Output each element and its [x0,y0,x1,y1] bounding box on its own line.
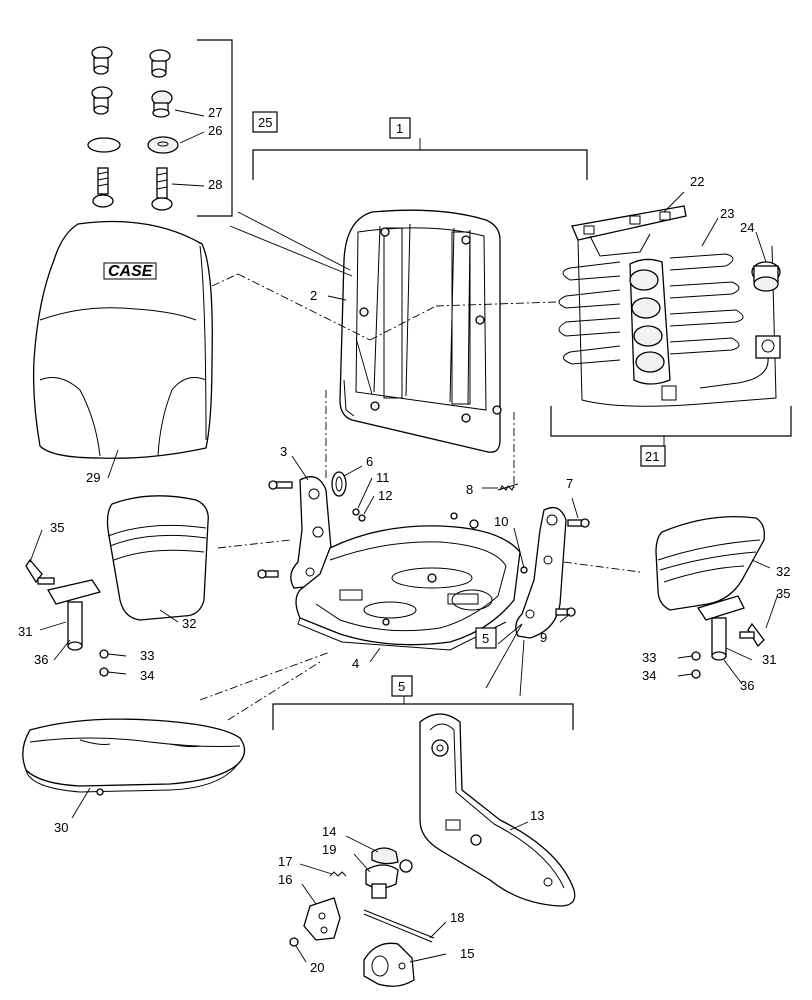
callout-32-left: 32 [182,616,196,631]
backrest-frame [339,209,502,453]
recliner-assembly [289,713,576,987]
callout-5-upper: 5 [482,631,489,646]
callout-box-1 [389,117,411,139]
long-screw-part [151,167,173,211]
callout-13: 13 [530,808,544,823]
callout-12: 12 [378,488,392,503]
callout-20: 20 [310,960,324,975]
callout-6: 6 [366,454,373,469]
leader-lines [29,191,779,963]
callout-3: 3 [280,444,287,459]
washer-part [87,137,121,153]
assembly-bracket [550,406,792,437]
callout-2: 2 [310,288,317,303]
callout-32-right: 32 [776,564,790,579]
callout-29: 29 [86,470,100,485]
callout-4: 4 [352,656,359,671]
callout-22: 22 [690,174,704,189]
callout-24: 24 [740,220,754,235]
connector-part [751,261,781,292]
screw-part [91,46,113,75]
screw-part [91,86,113,115]
assembly-bracket [252,149,588,180]
left-hinge-bracket [257,471,366,589]
seat-heater-assembly [558,205,781,407]
right-hinge-bracket [450,483,590,639]
callout-28: 28 [208,177,222,192]
callout-7: 7 [566,476,573,491]
callout-16: 16 [278,872,292,887]
callout-36-right: 36 [740,678,754,693]
callout-9: 9 [540,630,547,645]
washer-part [147,136,179,154]
screw-part [151,90,173,118]
left-armrest [25,495,209,677]
right-armrest [655,515,765,679]
assembly-bracket [272,703,574,730]
seat-cushion [22,718,246,796]
callout-33-left: 33 [140,648,154,663]
callout-box-21 [640,445,666,467]
callout-34-left: 34 [140,668,154,683]
connector-part [699,335,781,389]
callout-30: 30 [54,820,68,835]
screw-part [149,49,171,78]
callout-box-5-upper [475,627,497,649]
callout-11: 11 [376,470,390,485]
callout-17: 17 [278,854,292,869]
callout-labels: 2 3 4 6 7 8 9 10 11 12 13 14 15 16 17 18… [18,105,790,975]
callout-14: 14 [322,824,336,839]
callout-23: 23 [720,206,734,221]
callout-box-5-lower [391,675,413,697]
callout-1: 1 [396,121,403,136]
long-screw-part [92,167,114,208]
callout-25: 25 [258,115,272,130]
callout-27: 27 [208,105,222,120]
callout-34-right: 34 [642,668,656,683]
callout-18: 18 [450,910,464,925]
connection-lines [199,211,641,721]
callout-26: 26 [208,123,222,138]
callout-35-right: 35 [776,586,790,601]
callout-15: 15 [460,946,474,961]
callout-10: 10 [494,514,508,529]
case-logo: CASE [108,263,154,280]
backrest-cushion: CASE [32,220,213,459]
callout-21: 21 [645,449,659,464]
callout-36-left: 36 [34,652,48,667]
callout-19: 19 [322,842,336,857]
callout-8: 8 [466,482,473,497]
hardware-kit [87,39,233,217]
seat-pan [295,525,521,651]
callout-5-lower: 5 [398,679,405,694]
callout-35-left: 35 [50,520,64,535]
callout-33-right: 33 [642,650,656,665]
callout-box-25 [252,111,278,133]
callout-31-left: 31 [18,624,32,639]
callout-31-right: 31 [762,652,776,667]
